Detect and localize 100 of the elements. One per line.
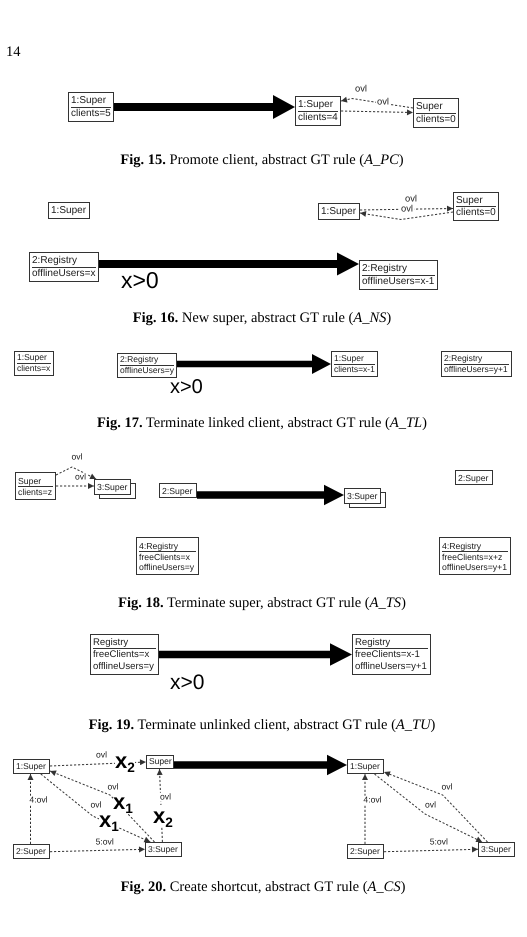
object-name: 3:Super [97, 481, 128, 494]
attribute-text: clients=0 [416, 114, 456, 125]
object-box [478, 842, 515, 857]
object-name: Super [416, 101, 443, 112]
object-box [14, 351, 54, 376]
edge-label: ovl [404, 193, 418, 203]
attribute-text: freeClients=x [139, 552, 190, 562]
attribute-text: clients=4 [298, 112, 338, 123]
object-name: 2:Registry [120, 355, 158, 365]
object-box [146, 755, 174, 769]
object-name: 1:Super [51, 204, 86, 216]
object-name: 2:Super [350, 846, 380, 856]
edge-label: ovl [74, 472, 87, 482]
attribute-text: clients=5 [71, 108, 111, 119]
edge-label: ovl [106, 782, 120, 792]
dashed-arrow [56, 483, 94, 489]
edge-label: ovl [159, 792, 172, 802]
attribute-text: offlineUsers=y+1 [444, 364, 508, 374]
object-name: Super [18, 476, 42, 486]
object-name: Registry [355, 637, 390, 648]
object-box [318, 203, 360, 220]
object-name: Registry [93, 637, 128, 648]
edge-label: ovl [424, 800, 437, 809]
dashed-arrow [360, 206, 454, 212]
object-box [29, 252, 99, 282]
object-name: 1:Super [334, 354, 364, 364]
object-box [347, 759, 384, 774]
figure-caption: Fig. 18. Terminate super, abstract GT rule (A_TS) [118, 596, 406, 610]
block-arrow [99, 252, 359, 276]
dashed-arrow [56, 466, 97, 480]
edge-label: 5:ovl [94, 837, 115, 846]
object-name: 1:Super [321, 206, 356, 218]
object-box [48, 202, 90, 219]
attribute-text: offlineUsers=y+1 [442, 562, 508, 572]
edge-label: ovl [90, 800, 102, 809]
block-arrow [174, 754, 347, 776]
attribute-text: freeClients=x [93, 649, 150, 661]
dashed-arrow [340, 109, 414, 116]
attribute-text: offlineUsers=y [93, 660, 154, 672]
edge-label: ovl [354, 83, 368, 93]
object-box [295, 96, 341, 126]
object-box [117, 353, 177, 378]
dashed-arrow [50, 759, 146, 766]
attribute-text: freeClients=x-1 [355, 649, 420, 661]
figure-caption: Fig. 16. New super, abstract GT rule (A_NS) [132, 311, 392, 326]
condition-text: x>0 [121, 268, 159, 292]
object-name: 2:Registry [32, 255, 78, 266]
page-number: 14 [6, 44, 20, 59]
attribute-text: offlineUsers=x-1 [362, 276, 434, 287]
edge-label: 4:ovl [28, 796, 49, 804]
object-name: 2:Super [458, 472, 488, 482]
object-name: 2:Super [162, 486, 192, 496]
block-arrow [177, 354, 331, 374]
object-box [159, 483, 197, 498]
figure-caption: Fig. 17. Terminate linked client, abstract GT rule (A_TL) [97, 416, 427, 430]
object-box [441, 351, 512, 377]
dashed-arrow [50, 770, 155, 842]
object-name: 3:Super [481, 844, 511, 854]
attribute-text: offlineUsers=x [32, 268, 96, 279]
attribute-text: clients=x [17, 364, 50, 374]
object-box [347, 844, 384, 859]
edge-label: ovl [70, 452, 84, 462]
stacked-object-box [94, 479, 136, 499]
edge-label: 5:ovl [428, 837, 449, 846]
object-box [136, 537, 199, 575]
object-box [413, 98, 459, 128]
figure-caption: Fig. 15. Promote client, abstract GT rule (A_PC) [120, 152, 404, 167]
attribute-text: clients=z [18, 486, 52, 496]
block-arrow [197, 484, 344, 506]
block-arrow [159, 643, 352, 666]
object-name: 4:Registry [139, 540, 178, 550]
object-box [331, 351, 378, 377]
attribute-text: offlineUsers=y+1 [355, 660, 427, 672]
object-box [453, 192, 499, 221]
dashed-arrow [40, 774, 151, 842]
object-box [145, 842, 182, 857]
attribute-text: clients=x-1 [334, 364, 375, 374]
object-name: 1:Super [71, 95, 106, 106]
edge-mark-label: x$_{2}$ [153, 804, 173, 827]
attribute-text: offlineUsers=y [139, 562, 194, 572]
edge-label: ovl [376, 96, 390, 106]
object-name: 2:Super [16, 846, 46, 856]
edge-label: ovl [400, 202, 414, 212]
object-name: 1:Super [16, 762, 46, 772]
object-box [359, 260, 438, 290]
object-box [13, 759, 50, 774]
dashed-arrow [384, 771, 488, 842]
edge-label: ovl [440, 782, 454, 792]
attribute-text: offlineUsers=y [120, 366, 174, 376]
dashed-arrow [360, 210, 454, 220]
dashed-arrow [50, 846, 146, 852]
object-name: 3:Super [148, 844, 178, 854]
object-box [15, 472, 56, 500]
object-name: Super [149, 757, 172, 767]
object-box [439, 537, 511, 575]
figure-caption: Fig. 19. Terminate unlinked client, abstract GT rule (A_TU) [88, 718, 436, 732]
object-name: Super [456, 194, 483, 206]
object-box [68, 92, 114, 122]
block-arrow [114, 95, 295, 119]
object-name: 1:Super [298, 99, 334, 110]
